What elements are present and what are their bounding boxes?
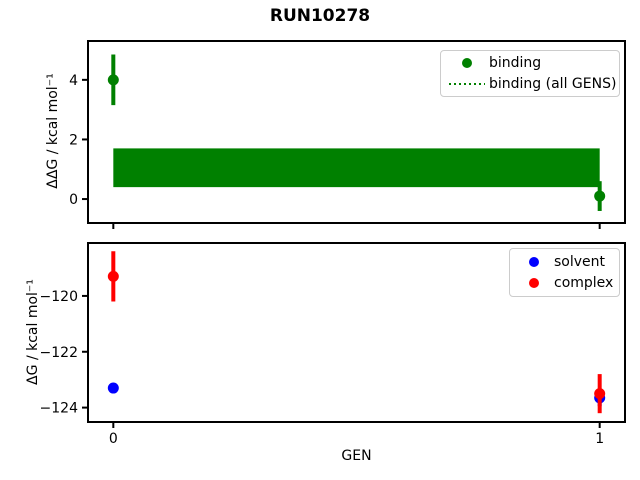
y-tick-label: 0 — [69, 192, 78, 208]
legend-swatch-cell — [445, 58, 489, 69]
legend-label-binding: binding — [489, 55, 542, 72]
x-axis-label: GEN — [341, 448, 372, 464]
figure-title: RUN10278 — [269, 6, 371, 26]
complex-point — [107, 270, 119, 282]
energy-axes: −124 −122 −120 0 1 solvent complex — [40, 242, 626, 447]
x-tick-label: 0 — [109, 431, 118, 447]
y-tick-label: −120 — [40, 289, 78, 305]
binding-marker-icon — [462, 58, 472, 69]
binding-point — [107, 74, 119, 86]
solvent-marker-icon — [529, 257, 539, 267]
legend-label-complex: complex — [554, 275, 614, 291]
binding-point — [594, 190, 606, 202]
legend-swatch-cell — [445, 82, 489, 85]
solvent-point — [107, 382, 119, 394]
legend-item-binding-all-gens: binding (all GENS) — [445, 74, 617, 95]
y-tick-label: −124 — [40, 401, 79, 417]
y-axis-label-bottom: ΔG / kcal mol⁻¹ — [25, 279, 41, 385]
energy-legend: solvent complex — [509, 248, 620, 297]
binding-axes: 0 2 4 binding binding (all GENS) — [69, 40, 626, 229]
legend-swatch-cell — [514, 278, 554, 288]
legend-item-binding: binding — [445, 53, 615, 74]
legend-item-solvent: solvent — [514, 252, 615, 273]
x-tick-label: 1 — [595, 431, 604, 447]
band-binding-all-gens- — [113, 148, 600, 188]
legend-label-solvent: solvent — [554, 254, 606, 270]
y-axis-label-top: ΔΔG / kcal mol⁻¹ — [45, 73, 61, 189]
y-tick-label: 4 — [69, 73, 78, 89]
complex-marker-icon — [529, 278, 539, 288]
legend-item-complex: complex — [514, 273, 615, 294]
y-tick-label: −122 — [40, 345, 78, 361]
energy-plot-canvas: −124 −122 −120 0 1 — [40, 251, 606, 447]
dotted-line-icon — [449, 82, 485, 85]
y-tick-label: 2 — [69, 132, 78, 148]
complex-point — [594, 388, 606, 400]
binding-legend: binding binding (all GENS) — [440, 50, 620, 97]
legend-label-binding-all-gens: binding (all GENS) — [489, 75, 617, 92]
binding-plot-canvas: 0 2 4 — [69, 54, 606, 229]
legend-swatch-cell — [514, 257, 554, 267]
